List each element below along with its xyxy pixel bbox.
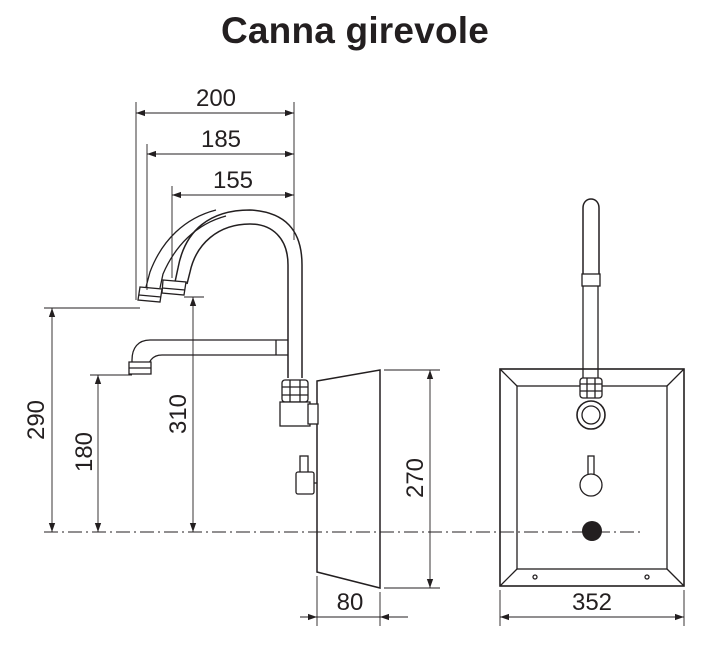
dimension-lines	[44, 102, 685, 626]
dim-label-80: 80	[337, 589, 364, 616]
side-view	[128, 209, 381, 589]
spout-mid-outer	[145, 209, 217, 288]
page-title: Canna girevole	[220, 10, 490, 51]
dim-label-185: 185	[201, 126, 241, 153]
front-valve-knob	[579, 473, 603, 497]
dim-label-310: 310	[165, 394, 192, 434]
dim-label-155: 155	[213, 167, 253, 194]
dim-label-270: 270	[402, 458, 429, 498]
side-body-outline	[316, 369, 381, 589]
dim-label-290: 290	[23, 400, 50, 440]
side-valve	[295, 455, 317, 495]
spout-mid-nozzle	[137, 286, 163, 303]
dim-label-352: 352	[572, 589, 612, 616]
spout-mid-inner	[159, 215, 227, 289]
spout-low	[131, 339, 288, 371]
spout-high-nozzle	[161, 279, 187, 296]
dim-label-200: 200	[196, 85, 236, 112]
front-ring	[576, 400, 606, 430]
dim-label-180: 180	[71, 432, 98, 472]
spout-high-outer	[174, 209, 303, 378]
front-sensor	[582, 521, 602, 541]
spout-high-inner	[186, 223, 289, 378]
front-view	[499, 198, 685, 587]
swivel-joint	[279, 379, 319, 427]
front-spout	[582, 198, 600, 280]
